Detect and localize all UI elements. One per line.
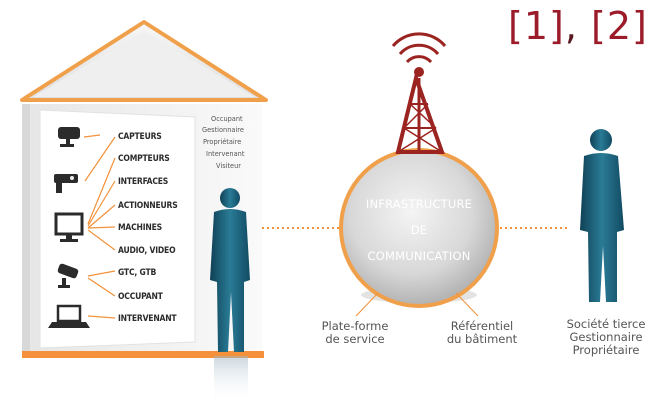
role-label: Propriétaire bbox=[203, 138, 242, 146]
role-label: Visiteur bbox=[216, 162, 241, 170]
house-roof bbox=[20, 20, 268, 102]
caption-line: Plate-forme bbox=[321, 319, 389, 333]
item-label: CAPTEURS bbox=[118, 132, 162, 142]
item-label: ACTIONNEURS bbox=[118, 201, 178, 211]
callout-lines bbox=[355, 292, 479, 317]
caption-line: Référentiel bbox=[450, 319, 514, 333]
monitor-icon bbox=[54, 212, 84, 242]
role-label: Intervenant bbox=[206, 150, 245, 158]
item-label: COMPTEURS bbox=[118, 154, 170, 164]
caption-line: du bâtiment bbox=[446, 332, 518, 346]
reference-label: [1], [2] bbox=[508, 4, 648, 48]
person-figure-third-party bbox=[580, 129, 624, 302]
camera-icon bbox=[58, 127, 80, 147]
caption-line: de service bbox=[325, 332, 385, 346]
item-label: OCCUPANT bbox=[118, 292, 163, 302]
laptop-icon bbox=[48, 304, 90, 328]
reference-separator: , bbox=[564, 4, 591, 48]
antenna-tower bbox=[391, 32, 447, 154]
reference-2: [2] bbox=[591, 4, 648, 48]
caption-building-reference: Référentiel du bâtiment bbox=[436, 320, 528, 346]
item-label: GTC, GTB bbox=[118, 268, 157, 278]
role-label: Occupant bbox=[211, 115, 243, 123]
hub-title-line1: INFRASTRUCTURE bbox=[365, 197, 473, 211]
item-label: INTERFACES bbox=[118, 177, 169, 187]
house-floor bbox=[22, 351, 264, 358]
caption-line: Propriétaire bbox=[572, 343, 640, 357]
cctv-icon bbox=[57, 263, 79, 288]
caption-line: Gestionnaire bbox=[569, 330, 643, 344]
person-figure-owner bbox=[210, 188, 250, 404]
meter-icon bbox=[54, 174, 78, 193]
item-label: AUDIO, VIDEO bbox=[118, 246, 176, 256]
connector-lines bbox=[83, 134, 116, 319]
reference-1: [1] bbox=[508, 4, 565, 48]
hub-title-line3: COMMUNICATION bbox=[367, 249, 471, 263]
item-label: MACHINES bbox=[118, 223, 162, 233]
role-label: Gestionnaire bbox=[202, 126, 244, 134]
caption-line: Société tierce bbox=[566, 317, 646, 331]
caption-platform: Plate-forme de service bbox=[312, 320, 398, 346]
caption-third-party: Société tierce Gestionnaire Propriétaire bbox=[554, 318, 658, 357]
device-icons bbox=[48, 127, 90, 328]
hub-title-line2: DE bbox=[410, 223, 428, 237]
item-label: INTERVENANT bbox=[118, 314, 177, 324]
